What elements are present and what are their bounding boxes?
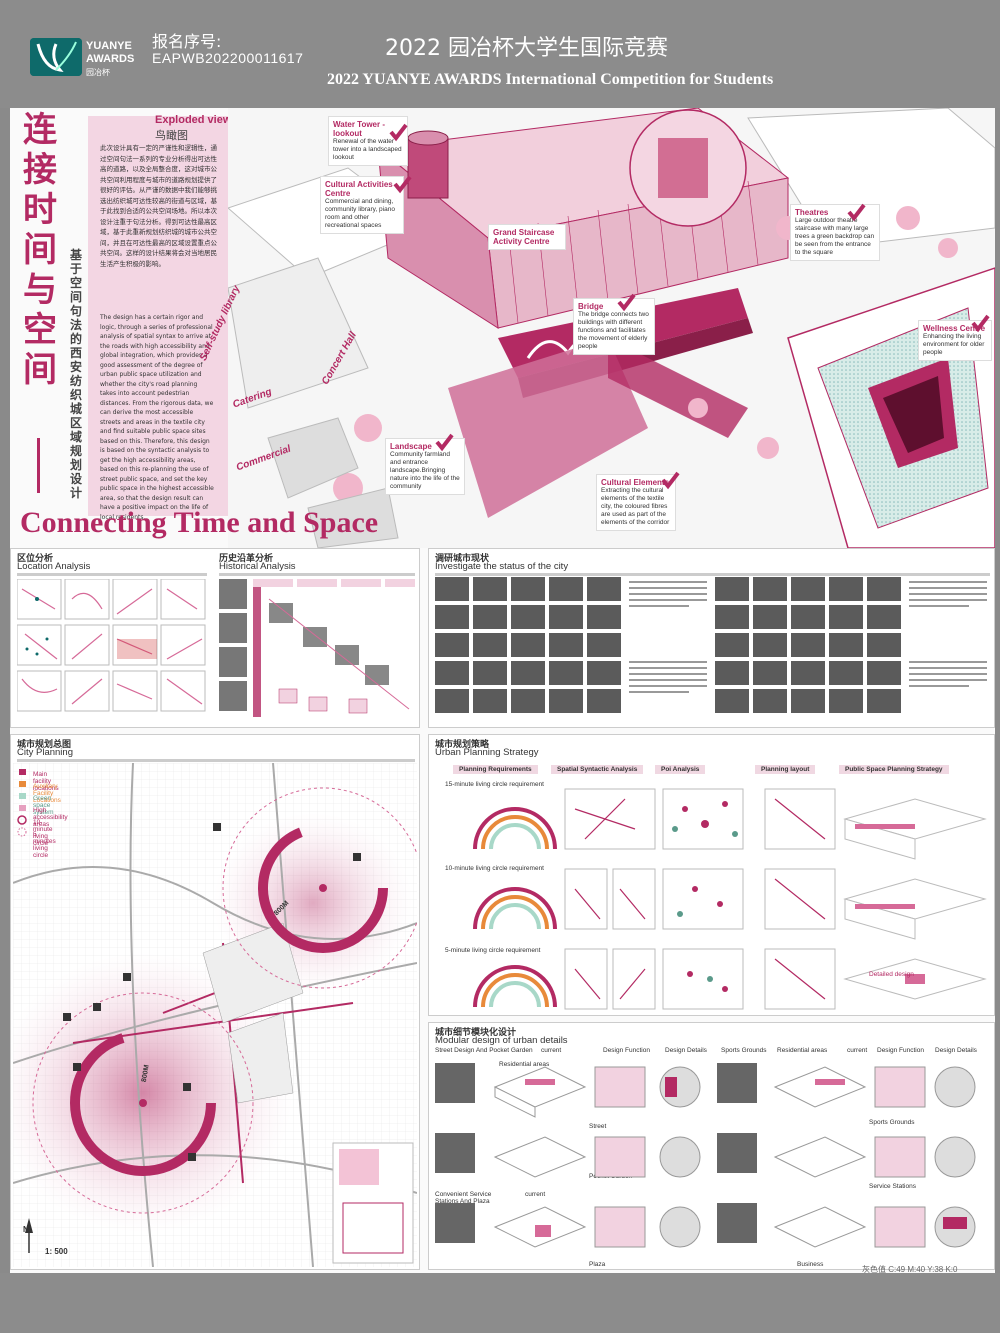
section-rule [219, 573, 415, 576]
check-icon [617, 293, 636, 312]
section-rule [435, 573, 990, 576]
intro-text-en: The design has a certain rigor and logic… [100, 314, 214, 521]
poster-board: 连 接 时 间 与 空 间 基于空间句法的西安纺织城区域规划设计 Explode… [10, 108, 995, 1273]
check-icon [393, 175, 412, 194]
city-master-plan-map [13, 763, 417, 1267]
callout-grand-staircase: Grand Staircase Activity Centre [488, 224, 566, 250]
section-strategy: 城市规划策略 Urban Planning Strategy Planning … [428, 734, 995, 1016]
callout-cultural-elements: Cultural Elements Extracting the cultura… [596, 474, 676, 531]
yuanye-logo-icon [30, 38, 82, 76]
callout-cultural-activities: Cultural Activities Centre Commercial an… [320, 176, 404, 234]
check-icon [847, 203, 866, 222]
detailed-design-label: Detailed design [869, 971, 914, 978]
callout-water-tower: Water Tower - lookout Renewal of the wat… [328, 116, 408, 166]
logo-wordmark: YUANYE AWARDS [86, 40, 135, 65]
callout-wellness-centre: Wellness Centre Enhancing the living env… [918, 320, 992, 361]
section-rule [17, 573, 207, 576]
north-label: N [23, 1225, 29, 1234]
callout-theatres: Theatres Large outdoor theatre staircase… [790, 204, 880, 261]
footer-band [0, 1273, 1000, 1333]
check-icon [971, 314, 990, 333]
check-icon [435, 433, 454, 452]
intro-panel [88, 116, 228, 516]
registration-label: 报名序号: [152, 32, 222, 51]
header-band: YUANYE AWARDS 园冶杯 报名序号: EAPWB20220001161… [0, 0, 1000, 108]
exploded-view-cn: 鸟瞰图 [155, 129, 188, 142]
intro-text-cn: 此次设计具有一定的严谨性和逻辑性，通过空间句法一系列的专业分析得出可达性高的道路… [100, 144, 217, 268]
exploded-axonometric-drawing [228, 108, 995, 548]
vertical-subtitle: 基于空间句法的西安纺织城区域规划设计 [69, 248, 82, 500]
section-city-planning: 城市规划总图 City Planning [10, 734, 420, 1270]
main-title: Connecting Time and Space [20, 506, 379, 539]
exploded-view-label: Exploded view [155, 114, 232, 126]
section-location-history: 区位分析 Location Analysis 历史沿革分析 Historical… [10, 548, 420, 728]
modular-design-diagrams [435, 1063, 976, 1248]
gray-value-note: 灰色值 C:49 M:40 Y:38 K:0 [862, 1265, 958, 1273]
section-investigate: 调研城市现状 Investigate the status of the cit… [428, 548, 995, 728]
title-divider [37, 438, 40, 493]
callout-landscape: Landscape Community farmland and entranc… [385, 438, 465, 495]
logo-cn: 园冶杯 [86, 68, 110, 77]
section-rule [17, 759, 415, 762]
registration-number: EAPWB202200011617 [152, 50, 304, 66]
strategy-diagrams [473, 788, 987, 1010]
vertical-title: 连 接 时 间 与 空 间 [23, 110, 57, 390]
competition-title-en: 2022 YUANYE AWARDS International Competi… [327, 71, 774, 88]
section-modular: 城市细节模块化设计 Modular design of urban detail… [428, 1022, 995, 1270]
check-icon [661, 471, 680, 490]
site-photo-grid [435, 577, 987, 713]
callout-bridge: Bridge The bridge connects two buildings… [573, 298, 655, 355]
competition-title-cn: 2022 园冶杯大学生国际竞赛 [385, 36, 668, 61]
scale-label: 1: 500 [45, 1247, 68, 1256]
check-icon [389, 123, 408, 142]
location-maps [17, 579, 206, 712]
history-timeline [219, 579, 415, 717]
